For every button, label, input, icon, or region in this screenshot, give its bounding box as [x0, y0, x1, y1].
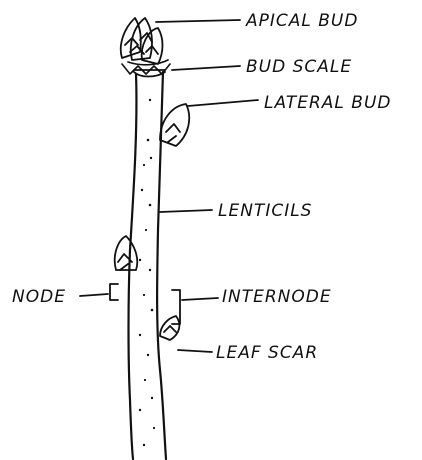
leaf-scar-drawing — [160, 316, 179, 340]
label-lenticils: LENTICILS — [218, 201, 312, 221]
label-apical-bud: APICAL BUD — [245, 11, 358, 31]
label-leaf-scar: LEAF SCAR — [216, 343, 318, 363]
internode-leader — [182, 298, 218, 300]
bud-scale-leader — [172, 66, 240, 70]
node-bud-drawing — [115, 236, 138, 270]
twig-stem — [129, 70, 167, 459]
label-internode: INTERNODE — [222, 287, 332, 307]
lateral-bud-drawing — [160, 104, 189, 146]
lenticel-dots — [139, 99, 155, 446]
bud-scale-drawing — [122, 60, 170, 74]
node-leader — [80, 294, 108, 296]
leaf-scar-leader — [178, 350, 212, 352]
apical-bud-drawing — [121, 18, 163, 64]
label-node: NODE — [12, 287, 66, 307]
node-bracket — [110, 284, 118, 300]
label-bud-scale: BUD SCALE — [246, 57, 352, 77]
apical-bud-leader — [156, 20, 240, 22]
lateral-bud-leader — [188, 100, 258, 106]
lenticils-leader — [160, 210, 212, 212]
label-lateral-bud: LATERAL BUD — [264, 93, 392, 113]
